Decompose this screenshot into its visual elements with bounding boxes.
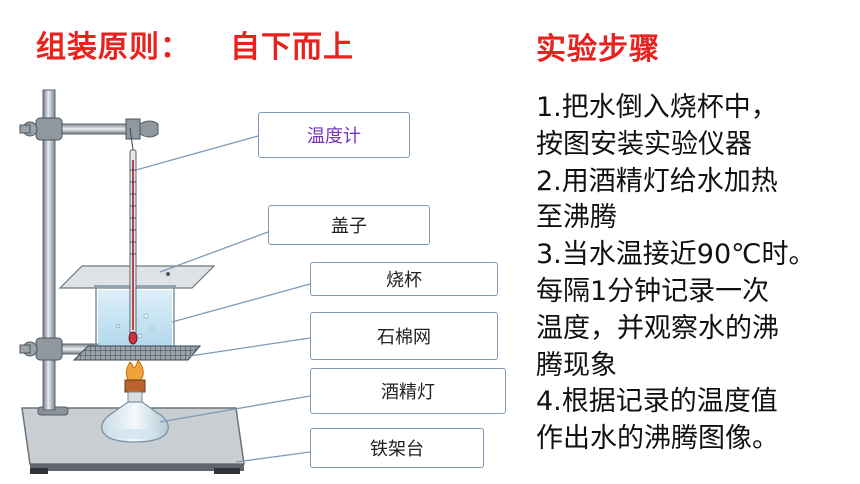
steps-title: 实验步骤: [536, 32, 660, 67]
step-line: 2.用酒精灯给水加热: [536, 165, 778, 197]
stand-rod: [42, 89, 56, 411]
step-line: 3.当水温接近90℃时。: [536, 239, 816, 271]
callout-iron-stand: 铁架台: [310, 428, 484, 468]
lower-clamp: [19, 337, 101, 361]
asbestos-gauze: [72, 345, 202, 361]
step-line: 温度，并观察水的沸: [536, 312, 779, 344]
step-line: 4.根据记录的温度值: [536, 386, 778, 418]
thermometer: [128, 149, 138, 345]
assembly-principle-label: 组装原则：: [36, 30, 191, 65]
step-line: 腾现象: [536, 349, 617, 381]
step-line: 作出水的沸腾图像。: [536, 423, 779, 455]
step-line: 每隔1分钟记录一次: [536, 275, 770, 307]
alcohol-lamp: [101, 358, 169, 443]
callout-thermometer: 温度计: [258, 112, 410, 158]
step-line: 至沸腾: [536, 202, 617, 234]
lid: [58, 265, 216, 289]
assembly-principle-value: 自下而上: [230, 30, 354, 65]
steps-list: 1.把水倒入烧杯中， 按图安装实验仪器 2.用酒精灯给水加热 至沸腾 3.当水温…: [536, 90, 856, 458]
upper-clamp: [19, 117, 159, 141]
step-line: 按图安装实验仪器: [536, 128, 752, 160]
callout-alcohol-lamp: 酒精灯: [310, 368, 506, 414]
callout-lid: 盖子: [268, 205, 430, 245]
callout-gauze: 石棉网: [310, 312, 498, 360]
step-line: 1.把水倒入烧杯中，: [536, 92, 778, 123]
callout-beaker: 烧杯: [310, 262, 498, 296]
leader-lines: [135, 135, 311, 463]
